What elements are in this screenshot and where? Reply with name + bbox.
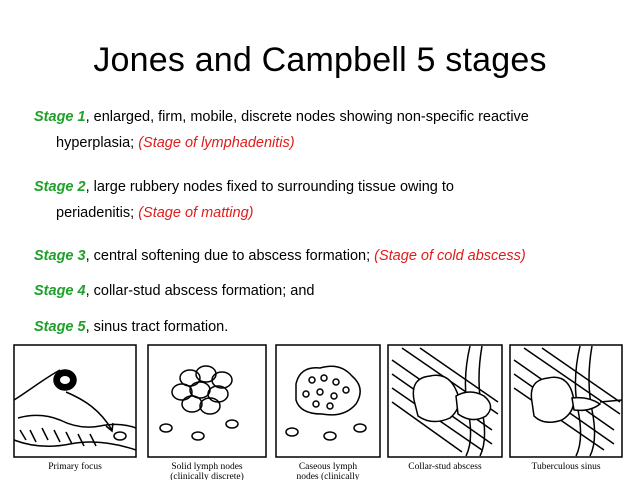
stage-2-text: , large rubbery nodes fixed to surroundi… [85,179,454,195]
panel-solid-nodes [147,344,267,458]
stage-1-text: , enlarged, firm, mobile, discrete nodes… [85,109,529,125]
stage-5-item: Stage 5, sinus tract formation. [34,314,228,340]
stages-illustration: Primary focus Solid lymph nodes (clinica… [13,344,623,480]
caption-collar-stud: Collar-stud abscess [408,462,482,472]
stage-2-text-cont: periadenitis; [56,205,139,221]
stage-3-label: Stage 3 [34,248,86,264]
stage-5-text: , sinus tract formation. [85,319,229,335]
stage-3-text: , central softening due to abscess forma… [85,248,375,264]
stage-4-text: , collar-stud abscess formation; and [85,283,315,299]
stage-2-note: (Stage of matting) [138,205,254,221]
stage-4-item: Stage 4, collar-stud abscess formation; … [34,278,314,304]
caption-solid-nodes-2: (clinically discrete) [170,471,244,480]
stage-3-note: (Stage of cold abscess) [374,248,526,264]
stage-2-label: Stage 2 [34,179,86,195]
panel-collar-stud [387,344,503,458]
stage-1-item: Stage 1, enlarged, firm, mobile, discret… [34,104,529,156]
panel-primary-focus [13,344,137,458]
stage-5-label: Stage 5 [34,319,86,335]
panel-tuberculous-sinus [509,344,623,458]
caption-caseous-nodes-2: nodes (clinically [296,471,359,480]
caption-tuberculous-sinus: Tuberculous sinus [531,462,600,472]
slide-title: Jones and Campbell 5 stages [93,41,547,79]
caption-primary-focus: Primary focus [48,461,102,472]
stage-2-item: Stage 2, large rubbery nodes fixed to su… [34,174,454,226]
panel-caseous-nodes [275,344,381,458]
caption-caseous-nodes: Caseous lymph [299,462,358,472]
stage-1-label: Stage 1 [34,109,86,125]
stage-3-item: Stage 3, central softening due to absces… [34,243,526,269]
caption-solid-nodes: Solid lymph nodes [171,462,243,472]
stage-1-note: (Stage of lymphadenitis) [138,135,295,151]
stage-4-label: Stage 4 [34,283,86,299]
stage-1-text-cont: hyperplasia; [56,135,139,151]
